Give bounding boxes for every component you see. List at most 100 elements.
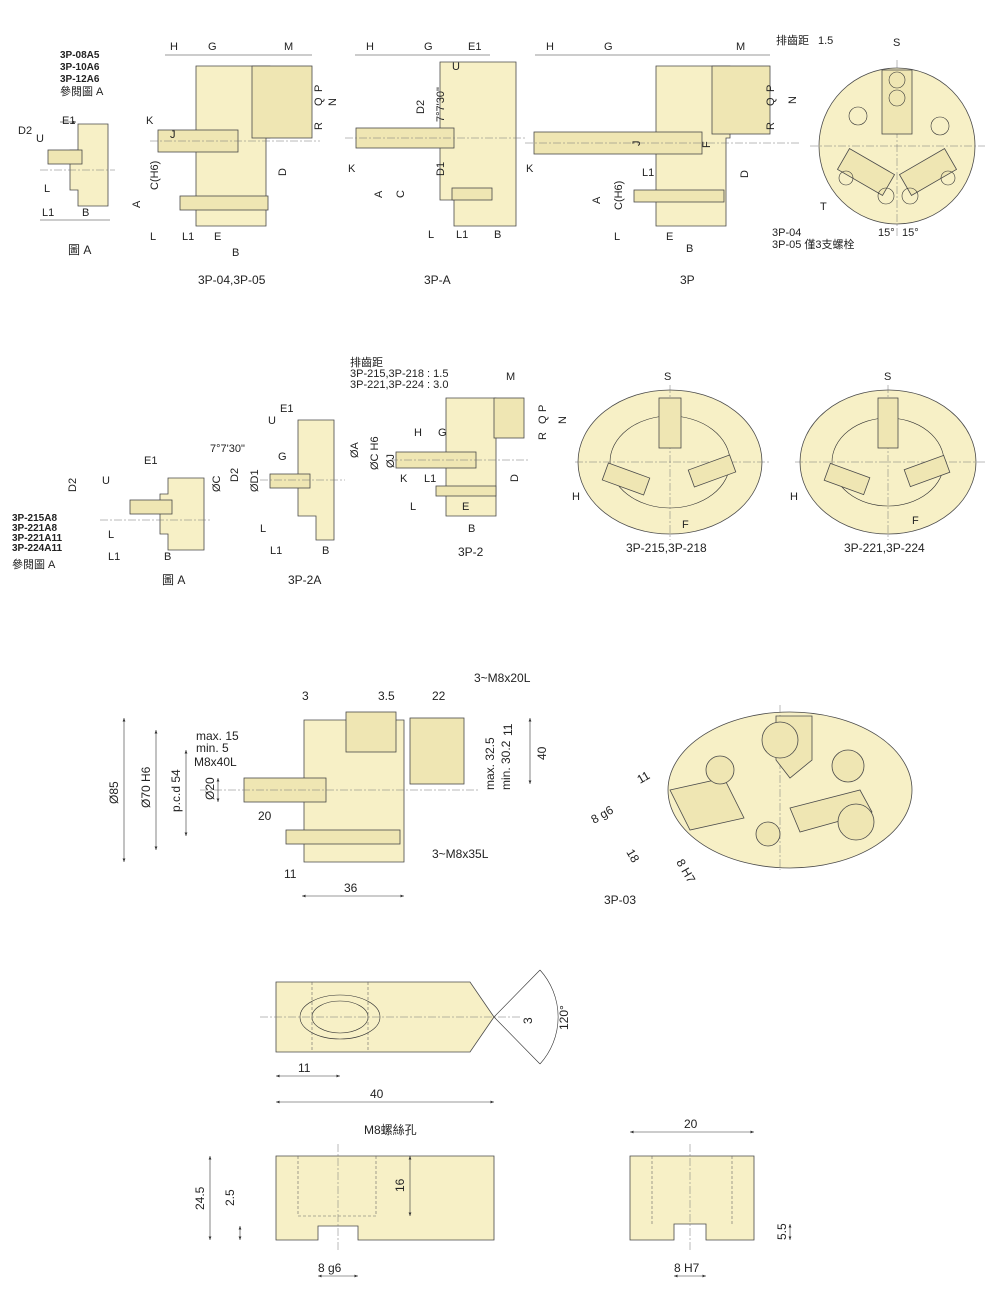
dim-40: 40	[370, 1087, 384, 1101]
caption-figure-a: 圖 A	[68, 243, 91, 257]
caption-3p: 3P	[680, 273, 695, 287]
dim-r: R	[313, 122, 325, 130]
mount-bolt	[285, 829, 401, 845]
dim-g: G	[208, 41, 217, 53]
dim-max-15: max. 15	[196, 729, 239, 743]
tooth-pitch-label: 排齒距	[776, 33, 809, 47]
dim-e: E	[666, 231, 673, 243]
dim-h: H	[572, 491, 580, 503]
caption-3p-2a: 3P-2A	[288, 573, 321, 587]
dim-8-g6: 8 g6	[318, 1261, 342, 1275]
dim-k: K	[348, 163, 356, 175]
dim-d2: D2	[415, 100, 427, 114]
model-3p-215a8: 3P-215A8	[12, 513, 57, 524]
dim-b: B	[82, 207, 89, 219]
model-3p-08a5: 3P-08A5	[60, 50, 100, 61]
note-3p-05: 3P-05 僅3支螺栓	[772, 237, 855, 251]
dim-e1: E1	[280, 403, 293, 415]
dim-3-5: 3.5	[378, 689, 395, 703]
dim-u: U	[36, 133, 44, 145]
dim-e: E	[214, 231, 221, 243]
dim-e1: E1	[62, 115, 75, 127]
dim-t: T	[820, 201, 827, 213]
jaw-left	[823, 462, 871, 496]
mount-bolt	[451, 187, 493, 201]
dim-max-32-5: max. 32.5	[483, 737, 497, 790]
figure-3p-2: 排齒距 3P-215,3P-218 : 1.5 3P-221,3P-224 : …	[349, 355, 569, 559]
dim-dia-20: Ø20	[203, 777, 217, 800]
dim-e: E	[462, 501, 469, 513]
dim-n: N	[327, 98, 339, 106]
tooth-pitch-value: 1.5	[818, 35, 833, 47]
caption-3p-a: 3P-A	[424, 273, 451, 287]
dim-dia-70-h6: Ø70 H6	[139, 766, 153, 808]
label-m8-thread-hole: M8螺絲孔	[364, 1122, 417, 1137]
jaw-right	[898, 148, 958, 196]
ref-figure-a: 參閱圖 A	[12, 557, 56, 571]
dim-u: U	[268, 415, 276, 427]
dim-min-30-2: min. 30.2	[499, 740, 513, 790]
dim-c-h6: C(H6)	[149, 161, 161, 190]
dim-j: J	[170, 129, 176, 141]
dim-j: J	[631, 141, 643, 147]
figure-3p-03-iso: 11 8 g6 18 8 H7 3P-03	[589, 705, 913, 907]
jaw-block	[251, 65, 313, 139]
dim-k: K	[526, 163, 534, 175]
dim-p: P	[537, 405, 549, 412]
dim-b: B	[232, 247, 239, 259]
dim-od1: ØD1	[249, 469, 261, 492]
jaw-top	[658, 397, 682, 449]
dim-h: H	[790, 491, 798, 503]
dim-16: 16	[393, 1178, 407, 1192]
thread-m8x35l: 3~M8x35L	[432, 847, 489, 861]
dim-l1: L1	[270, 545, 282, 557]
dim-g: G	[278, 451, 287, 463]
chuck-body-section	[159, 477, 205, 551]
jaw-top	[881, 69, 913, 135]
dim-q: Q	[537, 415, 549, 424]
dim-5-5: 5.5	[775, 1223, 789, 1240]
dim-dia-85: Ø85	[107, 781, 121, 804]
dim-l1: L1	[42, 207, 54, 219]
pitch-row-1: 3P-215,3P-218 : 1.5	[350, 368, 448, 380]
jaw-top-view: 3 120° 11 40	[260, 969, 571, 1104]
dim-e1: E1	[468, 41, 481, 53]
dim-d: D	[509, 474, 521, 482]
dim-c-h6: C(H6)	[613, 181, 625, 210]
jaw-top	[877, 397, 899, 449]
pitch-title: 排齒距	[350, 355, 383, 369]
dim-p: P	[313, 85, 325, 92]
jaw-right	[789, 789, 873, 833]
dim-l1: L1	[456, 229, 468, 241]
dim-n: N	[787, 96, 799, 104]
dim-20: 20	[258, 809, 272, 823]
dim-b: B	[686, 243, 693, 255]
dim-m: M	[284, 41, 293, 53]
dim-g: G	[438, 427, 447, 439]
dim-l1: L1	[108, 551, 120, 563]
dim-24-5: 24.5	[193, 1186, 207, 1210]
figure-3p-221-front: S H F 3P-221,3P-224	[790, 371, 985, 555]
dim-l: L	[260, 523, 266, 535]
dim-h: H	[546, 41, 554, 53]
jaw-left	[601, 462, 651, 496]
dim-m: M	[736, 41, 745, 53]
dim-22: 22	[432, 689, 446, 703]
dim-r: R	[537, 432, 549, 440]
dim-oc: ØC	[211, 475, 223, 492]
caption-3p-03: 3P-03	[604, 893, 636, 907]
figure-3p-side: H G M 排齒距 1.5 P Q N R J F K L1 A C(H6) D…	[525, 33, 833, 287]
model-3p-224a11: 3P-224A11	[12, 543, 62, 554]
dim-b: B	[164, 551, 171, 563]
dim-3: 3	[302, 689, 309, 703]
jaw-outline	[275, 981, 495, 1053]
dim-angle: 7°7'30"	[435, 87, 447, 122]
mount-bolt	[633, 189, 725, 203]
dim-h: H	[170, 41, 178, 53]
jaw-block	[711, 65, 771, 135]
dim-d2: D2	[18, 125, 32, 137]
dim-18: 18	[623, 847, 642, 866]
note-3p-04: 3P-04	[772, 227, 801, 239]
dim-d2: D2	[229, 468, 241, 482]
dim-q: Q	[313, 97, 325, 106]
